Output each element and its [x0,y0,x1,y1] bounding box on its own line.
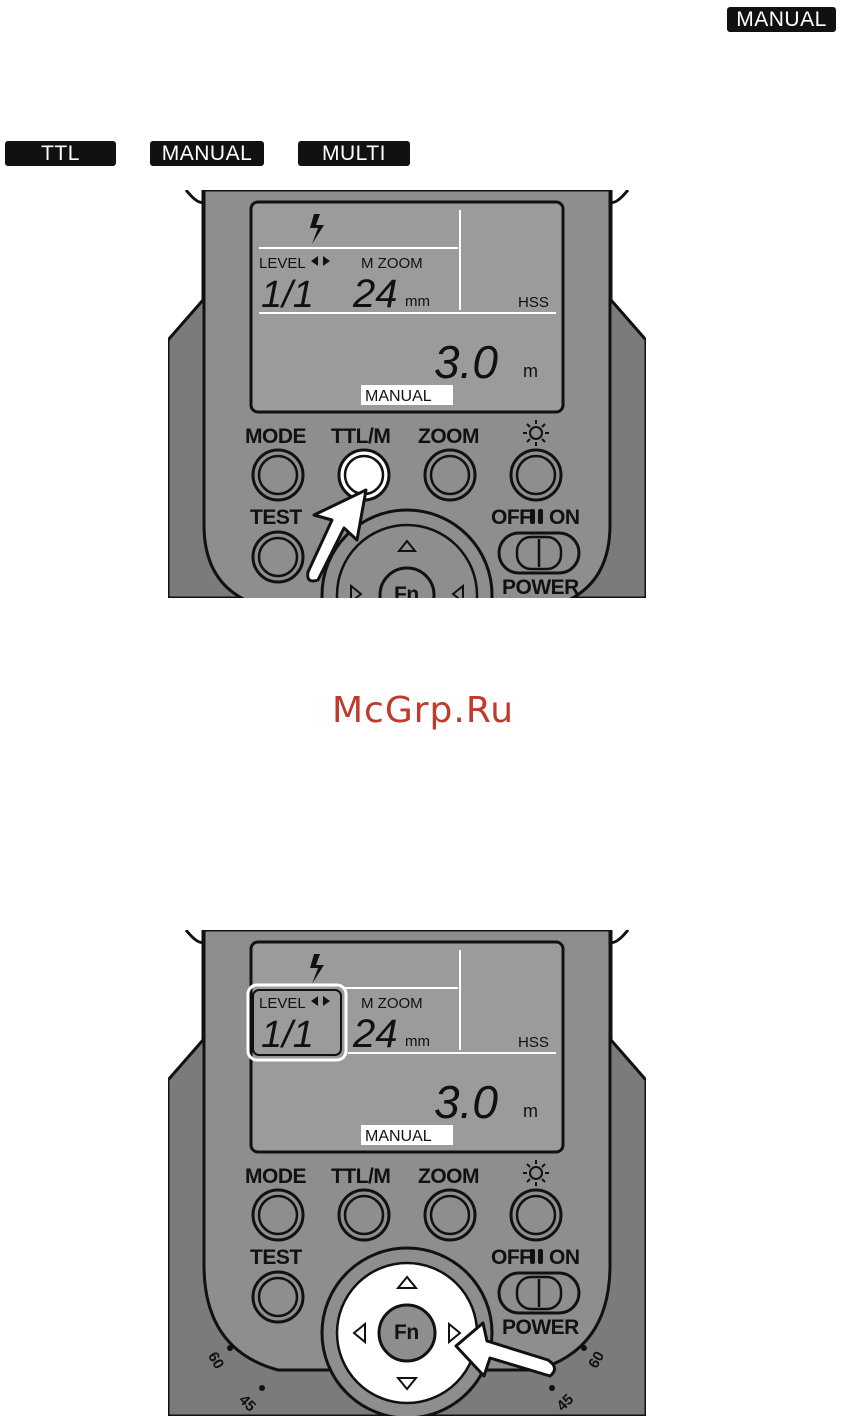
ttl-m-button[interactable] [339,1190,389,1240]
power-off-label: OFF [491,506,532,529]
power-label: POWER [502,576,579,598]
power-label: POWER [502,1316,579,1339]
lcd-hss: HSS [518,1034,549,1051]
lcd-zoom-value: 24 [352,1012,398,1056]
corner-mode-badge: MANUAL [727,7,836,32]
mode-badge-multi: MULTI [298,141,410,166]
lcd-hss: HSS [518,294,549,311]
watermark: McGrp.Ru [0,690,846,731]
lcd-level-value: 1/1 [261,274,314,316]
lcd-zoom-unit: mm [405,293,430,310]
test-button-label: TEST [250,1246,302,1269]
power-switch[interactable] [499,1273,579,1313]
mode-button-label: MODE [245,1165,306,1188]
power-switch[interactable] [499,533,579,573]
mode-button-label: MODE [245,425,306,448]
lcd-mode-badge: MANUAL [365,1128,432,1145]
lcd-zoom-label: M ZOOM [361,255,423,272]
light-button[interactable] [511,1190,561,1240]
fn-button[interactable]: Fn [379,1305,435,1361]
lcd-level-label: LEVEL [259,995,306,1012]
lcd-distance-value: 3.0 [434,336,498,388]
lcd-mode-badge: MANUAL [365,388,432,405]
test-button-label: TEST [250,506,302,529]
lcd-zoom-unit: mm [405,1033,430,1050]
ttl-m-button-label: TTL/M [331,425,390,448]
power-on-label: ON [549,506,580,529]
test-button[interactable] [253,532,303,582]
lcd-distance-value: 3.0 [434,1076,498,1128]
mode-button[interactable] [253,450,303,500]
flash-figure-level-dial: 60 45 60 45 LEVEL M ZOOM 1/1 24 mm HSS 3… [168,930,646,1416]
zoom-button[interactable] [425,450,475,500]
flash-figure-ttl-button: LEVEL M ZOOM 1/1 24 mm HSS 3.0 m MANUAL … [168,190,646,598]
mode-badge-manual: MANUAL [150,141,264,166]
lcd-level-value: 1/1 [261,1014,314,1056]
svg-text:Fn: Fn [394,583,419,598]
lcd-zoom-value: 24 [352,272,398,316]
zoom-button-label: ZOOM [418,425,479,448]
test-button[interactable] [253,1272,303,1322]
lcd-zoom-label: M ZOOM [361,995,423,1012]
light-button[interactable] [511,450,561,500]
lcd-distance-unit: m [523,361,538,381]
lcd-level-label: LEVEL [259,255,306,272]
power-off-label: OFF [491,1246,532,1269]
ttl-m-button-label: TTL/M [331,1165,390,1188]
svg-text:Fn: Fn [394,1321,419,1344]
zoom-button[interactable] [425,1190,475,1240]
lcd-distance-unit: m [523,1101,538,1121]
zoom-button-label: ZOOM [418,1165,479,1188]
mode-button[interactable] [253,1190,303,1240]
mode-badge-ttl: TTL [5,141,116,166]
power-on-label: ON [549,1246,580,1269]
